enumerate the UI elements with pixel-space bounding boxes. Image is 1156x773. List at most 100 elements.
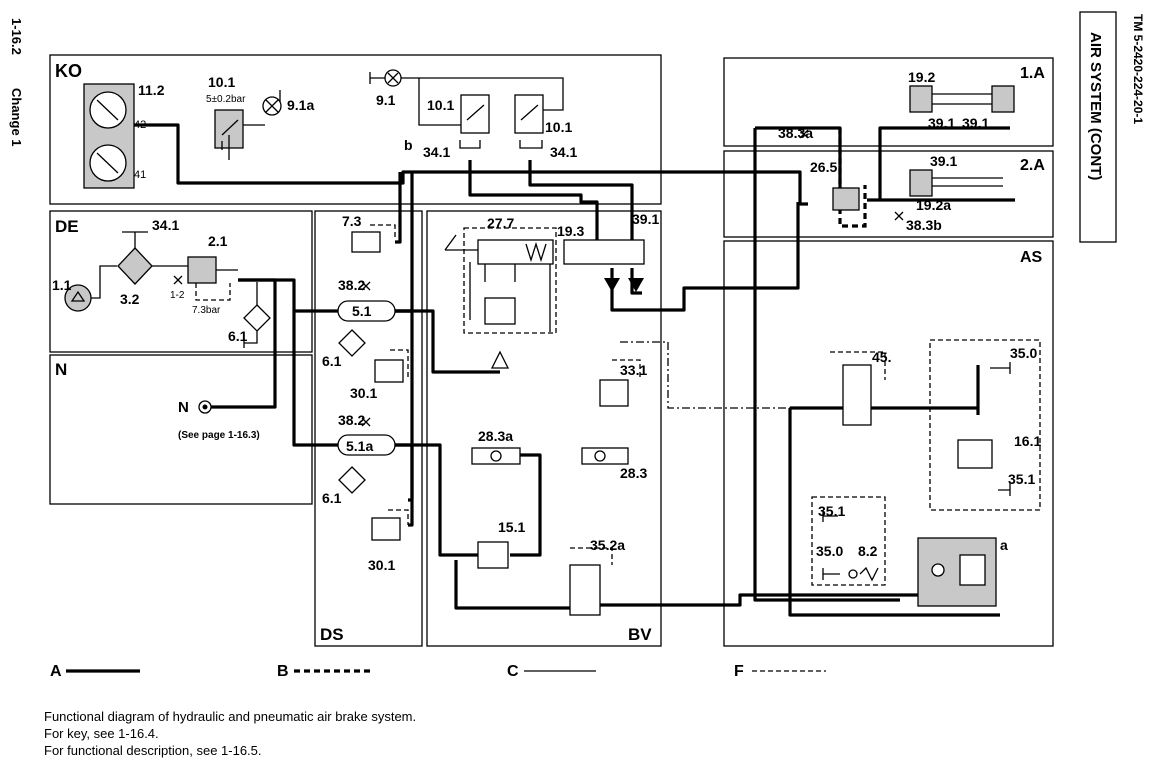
label-19-2a: 19.2a [916, 197, 951, 213]
label-35-1a: 35.1 [1008, 471, 1035, 487]
section-ko-box [49, 54, 662, 205]
see-page-note: (See page 1-16.3) [178, 430, 260, 441]
label-28-3: 28.3 [620, 465, 647, 481]
main-air-lines [130, 123, 1015, 617]
label-27-7: 27.7 [487, 215, 514, 231]
label-35-2a: 35.2a [590, 537, 625, 553]
label-10-1a: 10.1 [208, 74, 235, 90]
label-28-3a: 28.3a [478, 428, 513, 444]
label-2-1: 2.1 [208, 233, 228, 249]
legend-key-a: A [50, 663, 62, 680]
section-as-label: AS [1020, 249, 1043, 266]
section-bv-box [426, 210, 662, 647]
label-6-1b: 6.1 [322, 353, 342, 369]
brake-chamber-19-2c [909, 169, 933, 197]
label-39-1a: 39.1 [632, 211, 659, 227]
dashed-line-f [620, 341, 790, 409]
pressure-switch-10-1b [460, 94, 490, 134]
caption-line-3: For functional description, see 1-16.5. [44, 743, 262, 758]
label-16-1: 16.1 [1014, 433, 1041, 449]
section-n-box [49, 354, 313, 505]
doc-number: TM 5-2420-224-20-1 [1131, 14, 1145, 124]
dashed-line-b [838, 128, 867, 228]
filter-6-1c [338, 466, 366, 494]
valve-7-3 [351, 231, 381, 253]
dashed-group-16 [929, 339, 1041, 511]
label-19-3: 19.3 [557, 223, 584, 239]
label-6-1c: 6.1 [322, 490, 342, 506]
valve-15-1 [477, 541, 509, 569]
section-de-label: DE [55, 217, 79, 236]
legend: A B C F [50, 663, 826, 680]
legend-key-b: B [277, 663, 289, 680]
label-6-1a: 6.1 [228, 328, 248, 344]
valve-45 [842, 364, 872, 426]
caption-line-1: Functional diagram of hydraulic and pneu… [44, 709, 417, 724]
label-a: a [1000, 537, 1008, 553]
dashed-group-8 [811, 496, 886, 586]
valve-35-2a [569, 564, 601, 616]
valve-16-1 [957, 439, 993, 469]
label-7-3: 7.3 [342, 213, 362, 229]
reservoir-5-1a [337, 434, 396, 456]
label-15-1: 15.1 [498, 519, 525, 535]
label-34-1c: 34.1 [152, 217, 179, 233]
connection-n-icon [198, 400, 212, 414]
brake-chamber-19-2a [909, 85, 933, 113]
label-26-5: 26.5 [810, 159, 837, 175]
label-39-1b: 39.1 [928, 115, 955, 131]
legend-key-f: F [734, 663, 744, 680]
label-34-1b: 34.1 [550, 144, 577, 160]
label-9-1a: 9.1a [287, 97, 314, 113]
air-dryer-3-2 [117, 247, 153, 285]
label-n: N [178, 399, 189, 416]
legend-key-c: C [507, 663, 519, 680]
section-1a-box [723, 57, 1054, 147]
port-42: 42 [134, 119, 146, 131]
label-10-1b: 10.1 [427, 97, 454, 113]
label-38-3b: 38.3b [906, 217, 942, 233]
label-34-1a: 34.1 [423, 144, 450, 160]
section-ko-label: KO [55, 61, 82, 81]
section-ds-label: DS [320, 625, 344, 644]
label-8-2: 8.2 [858, 543, 878, 559]
port-41: 41 [134, 169, 146, 181]
label-39-1c: 39.1 [962, 115, 989, 131]
brake-chamber-19-2b [991, 85, 1015, 113]
label-10-1c: 10.1 [545, 119, 572, 135]
section-as-box [723, 240, 1054, 647]
label-39-1d: 39.1 [930, 153, 957, 169]
label-38-2b: 38.2 [338, 412, 365, 428]
label-19-2: 19.2 [908, 69, 935, 85]
caption-line-2: For key, see 1-16.4. [44, 726, 159, 741]
label-35-1b: 35.1 [818, 503, 845, 519]
label-38-2a: 38.2 [338, 277, 365, 293]
valve-26-5 [832, 187, 860, 211]
dashed-group-27 [463, 227, 557, 334]
filter-6-1b [338, 329, 366, 357]
label-35-0b: 35.0 [816, 543, 843, 559]
section-1a-label: 1.A [1020, 65, 1045, 82]
label-b: b [404, 137, 413, 153]
label-5-1a: 5.1a [346, 438, 373, 454]
valve-27-7-internal [484, 297, 516, 325]
valve-30-1b [371, 517, 401, 541]
label-1-1: 1.1 [52, 277, 72, 293]
valve-33-1 [599, 379, 629, 407]
cylinder-27-7 [477, 239, 554, 265]
reservoir-5-1 [337, 300, 396, 322]
label-9-1: 9.1 [376, 92, 396, 108]
port-1-2: 1-2 [170, 290, 185, 301]
label-38-3a: 38.3a [778, 125, 813, 141]
section-n-label: N [55, 360, 67, 379]
section-bv-label: BV [628, 625, 652, 644]
section-2a-label: 2.A [1020, 157, 1045, 174]
section-ds-box [314, 210, 423, 647]
label-30-1a: 30.1 [350, 385, 377, 401]
label-3-2: 3.2 [120, 291, 140, 307]
label-33-1: 33.1 [620, 362, 647, 378]
label-35-0a: 35.0 [1010, 345, 1037, 361]
section-2a-box [723, 150, 1054, 238]
label-30-1b: 30.1 [368, 557, 395, 573]
